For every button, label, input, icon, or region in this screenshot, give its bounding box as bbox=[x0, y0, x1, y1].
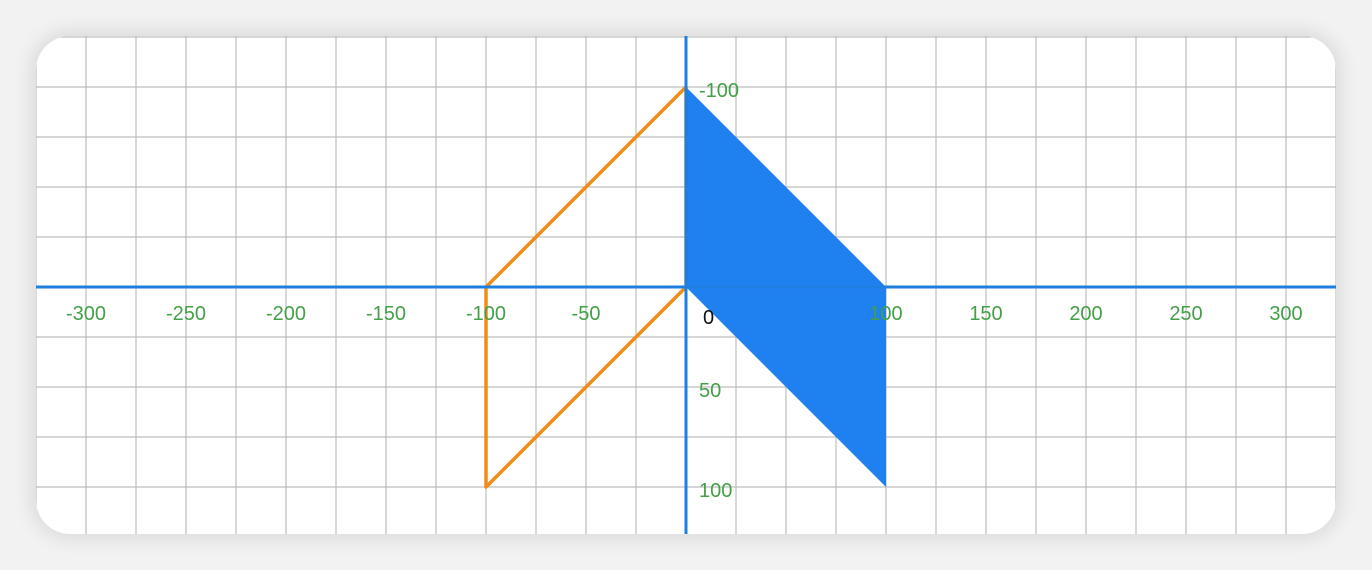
y-tick-label: 100 bbox=[699, 480, 732, 502]
y-tick-label: -100 bbox=[699, 80, 739, 102]
x-tick-label: -300 bbox=[66, 303, 106, 325]
x-tick-label: 200 bbox=[1069, 303, 1102, 325]
axes bbox=[36, 36, 1336, 534]
x-tick-label: 150 bbox=[969, 303, 1002, 325]
x-tick-label: -250 bbox=[166, 303, 206, 325]
y-tick-label: 50 bbox=[699, 380, 721, 402]
x-tick-label: 100 bbox=[869, 303, 902, 325]
x-tick-label: -150 bbox=[366, 303, 406, 325]
x-tick-label: 300 bbox=[1269, 303, 1302, 325]
tick-labels: -300 -250 -200 -150 -100 -50 100 150 200 250 300 -1… bbox=[66, 80, 1303, 502]
x-tick-label: 250 bbox=[1169, 303, 1202, 325]
origin-label: 0 bbox=[703, 307, 714, 329]
coordinate-plane: -300 -250 -200 -150 -100 -50 100 150 200 250 300 -1… bbox=[36, 36, 1336, 534]
x-tick-label: -50 bbox=[572, 303, 601, 325]
x-tick-label: -200 bbox=[266, 303, 306, 325]
plot-card: -300 -250 -200 -150 -100 -50 100 150 200 250 300 -1… bbox=[36, 36, 1336, 534]
x-tick-label: -100 bbox=[466, 303, 506, 325]
